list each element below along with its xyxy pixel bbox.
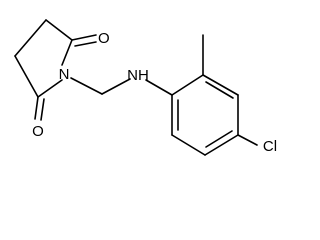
- bond-c3-c4: [14, 19, 47, 57]
- bond-c2-o1-b: [74, 41, 97, 47]
- atom-label-o2: O: [32, 123, 44, 140]
- atom-label-cl: Cl: [263, 138, 277, 155]
- bonds: [14, 19, 258, 156]
- chemical-structure: O O N NH Cl: [14, 19, 277, 156]
- bond-ar-cl: [237, 134, 258, 146]
- bond-c2-c3: [45, 19, 73, 41]
- bond-ar-double-1: [205, 81, 234, 99]
- atom-label-n: N: [59, 66, 70, 83]
- bond-ar-double-2: [205, 130, 233, 148]
- bond-c5-n: [37, 79, 63, 98]
- bond-ch2-nh: [101, 78, 131, 95]
- bond-n-ch2: [70, 77, 103, 95]
- atom-label-nh: NH: [127, 67, 149, 84]
- bond-n-c2: [61, 39, 73, 66]
- bond-ar2-ar3: [202, 74, 239, 96]
- bond-nh-aryl: [145, 79, 173, 96]
- atom-labels: O O N NH Cl: [32, 30, 277, 155]
- bond-ar5-ar6: [171, 134, 206, 156]
- bond-ar1-ar2: [171, 74, 204, 96]
- bond-ar4-ar5: [204, 134, 239, 156]
- bond-c2-o1-a: [71, 34, 97, 41]
- atom-label-o1: O: [98, 30, 110, 47]
- bond-c4-c5: [14, 55, 39, 98]
- bond-c5-o2-a: [34, 96, 39, 120]
- bond-c5-o2-b: [40, 98, 45, 121]
